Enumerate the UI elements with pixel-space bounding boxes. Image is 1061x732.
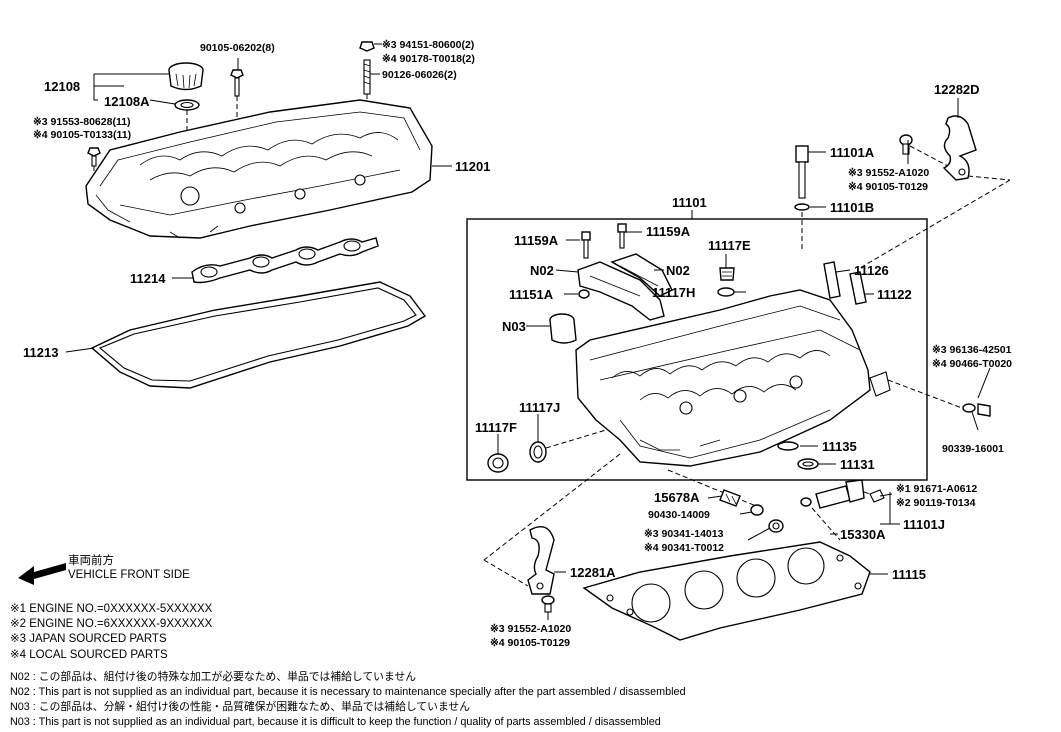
callout-11101: 11101	[672, 195, 707, 210]
cover-edge-bolt	[87, 147, 101, 180]
vehicle-front-jp: 車両前方	[68, 553, 114, 567]
valve-guide-bush	[823, 261, 867, 305]
legend-item: ※1 ENGINE NO.=0XXXXXX-5XXXXXX	[10, 603, 213, 615]
callout-11101J: 11101J	[903, 517, 945, 532]
callout-90339-16001: 90339-16001	[942, 443, 1004, 455]
callout-11131: 11131	[840, 457, 875, 472]
oil-control-valve	[800, 479, 885, 541]
head-cover-gasket	[90, 281, 427, 389]
legend-item: ※3 JAPAN SOURCED PARTS	[10, 633, 167, 645]
callout-11126: 11126	[854, 263, 889, 278]
callout-N02-1: N02	[530, 263, 554, 278]
engine-hanger-front	[527, 526, 555, 595]
cam-cap-bolt-1	[581, 231, 591, 259]
plug-gasket-small	[777, 441, 799, 451]
hanger-dash-2	[859, 179, 1011, 269]
callout-11117J: 11117J	[519, 400, 560, 415]
oil-filler-cap	[168, 62, 204, 91]
callout-15678A: 15678A	[654, 490, 700, 505]
callout-11122: 11122	[877, 287, 912, 302]
hanger-bolt-bottom	[541, 595, 555, 613]
camshaft-bearing-cap	[577, 253, 673, 321]
callout-90178-T0018: ※4 90178-T0018(2)	[382, 53, 475, 65]
plug-leader	[977, 367, 991, 399]
callout-91552-A1020-top: ※3 91552-A1020	[848, 167, 929, 179]
crank-seal	[487, 453, 509, 473]
callout-11151A: 11151A	[509, 287, 554, 302]
cylinder-head-cover	[85, 99, 433, 239]
callout-11214: 11214	[130, 271, 166, 286]
callout-11117E: 11117E	[708, 238, 751, 253]
fitting-gasket	[750, 504, 764, 516]
hanger-bolt-top	[899, 134, 949, 167]
assembly-box	[466, 218, 928, 481]
hanger-front-dash	[483, 453, 621, 561]
callout-12281A: 12281A	[570, 565, 616, 580]
callout-90341-T0012: ※4 90341-T0012	[644, 542, 724, 554]
callout-15330A: 15330A	[840, 527, 886, 542]
callout-11117F: 11117F	[475, 420, 517, 435]
filler-cap-gasket	[174, 99, 200, 111]
cylinder-head-gasket	[582, 541, 871, 641]
leader-lines	[65, 43, 959, 620]
callout-90341-14013: ※3 90341-14013	[644, 528, 724, 540]
callout-12108A: 12108A	[104, 94, 150, 109]
cover-stud	[359, 41, 375, 140]
plug-bolt	[768, 519, 784, 533]
note-line: N03 : This part is not supplied as an in…	[10, 716, 661, 728]
callout-90105-06202: 90105-06202(8)	[200, 42, 275, 54]
callout-N03: N03	[502, 319, 526, 334]
plug-leader-2	[971, 411, 979, 431]
callout-N02-2: N02	[666, 263, 690, 278]
lash-adjuster	[549, 313, 577, 344]
dowel-pin	[578, 289, 590, 299]
callout-12108: 12108	[44, 79, 80, 94]
callout-91671-A0612: ※1 91671-A0612	[896, 483, 977, 495]
cover-bolt	[230, 69, 244, 190]
callout-11201: 11201	[455, 159, 490, 174]
oil-pressure-fitting	[719, 489, 741, 507]
front-arrow-icon	[18, 563, 66, 585]
head-bolt	[794, 145, 810, 252]
hanger-front-dash-2	[483, 559, 529, 587]
callout-90119-T0134: ※2 90119-T0134	[896, 497, 976, 509]
cam-cap-bolt-2	[617, 223, 627, 249]
callout-90466-T0020: ※4 90466-T0020	[932, 358, 1012, 370]
callout-90105-T0133: ※4 90105-T0133(11)	[33, 129, 131, 141]
callout-12282D: 12282D	[934, 82, 980, 97]
plug-gasket-large	[797, 458, 819, 470]
callout-91553-80628: ※3 91553-80628(11)	[33, 116, 131, 128]
note-line: N02 : This part is not supplied as an in…	[10, 686, 686, 698]
callout-11101B: 11101B	[830, 200, 874, 215]
callout-11117H: 11117H	[652, 285, 695, 300]
callout-96136-42501: ※3 96136-42501	[932, 344, 1012, 356]
callout-11213: 11213	[23, 345, 58, 360]
callout-11135: 11135	[822, 439, 857, 454]
callout-91552-A1020-bot: ※3 91552-A1020	[490, 623, 571, 635]
callout-90105-T0129-bot: ※4 90105-T0129	[490, 637, 570, 649]
plug-seal	[887, 379, 991, 417]
valve-guide-seal	[719, 267, 735, 281]
plug-tube-gasket	[191, 237, 379, 284]
vehicle-front-en: VEHICLE FRONT SIDE	[68, 569, 190, 581]
legend-item: ※4 LOCAL SOURCED PARTS	[10, 649, 168, 661]
callout-90105-T0129-top: ※4 90105-T0129	[848, 181, 928, 193]
callout-94151-80600: ※3 94151-80600(2)	[382, 39, 474, 51]
callout-11115: 11115	[892, 567, 926, 582]
engine-hanger-rear	[942, 115, 977, 181]
callout-90126-06026: 90126-06026(2)	[382, 69, 457, 81]
seal-washer	[717, 287, 735, 297]
note-line: N03 : この部品は、分解・組付け後の性能・品質確保が困難なため、単品では補給…	[10, 699, 470, 713]
note-line: N02 : この部品は、組付け後の特殊な加工が必要なため、単品では補給していませ…	[10, 669, 416, 683]
callout-11101A: 11101A	[830, 145, 875, 160]
callout-90430-14009: 90430-14009	[648, 509, 710, 521]
callout-11159A-1: 11159A	[514, 233, 559, 248]
cylinder-head	[575, 289, 891, 467]
cam-oil-seal	[529, 429, 607, 463]
hanger-dash	[967, 175, 1011, 181]
legend-item: ※2 ENGINE NO.=6XXXXXX-9XXXXXX	[10, 618, 213, 630]
callout-11159A-2: 11159A	[646, 224, 691, 239]
